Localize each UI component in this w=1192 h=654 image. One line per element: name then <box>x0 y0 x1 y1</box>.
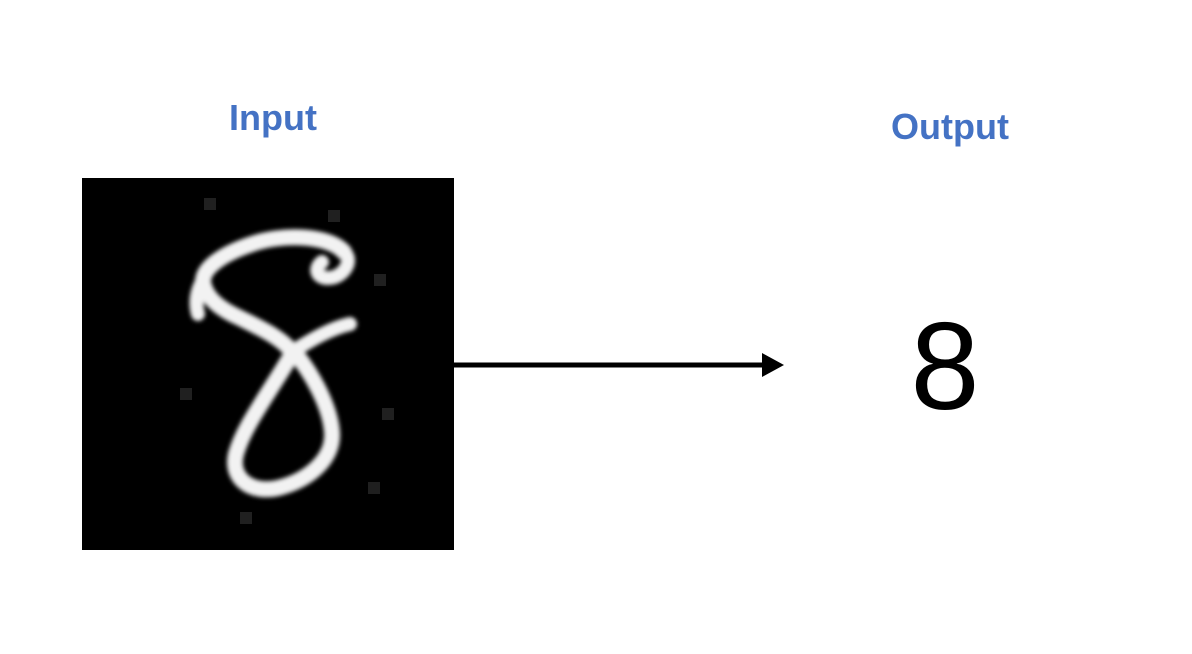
digit-eight-drawing <box>180 198 394 524</box>
output-label: Output <box>891 106 1009 147</box>
handwritten-digit-image <box>82 178 454 550</box>
right-arrow-icon <box>454 348 786 382</box>
input-label: Input <box>229 97 317 138</box>
output-digit: 8 <box>910 298 980 436</box>
